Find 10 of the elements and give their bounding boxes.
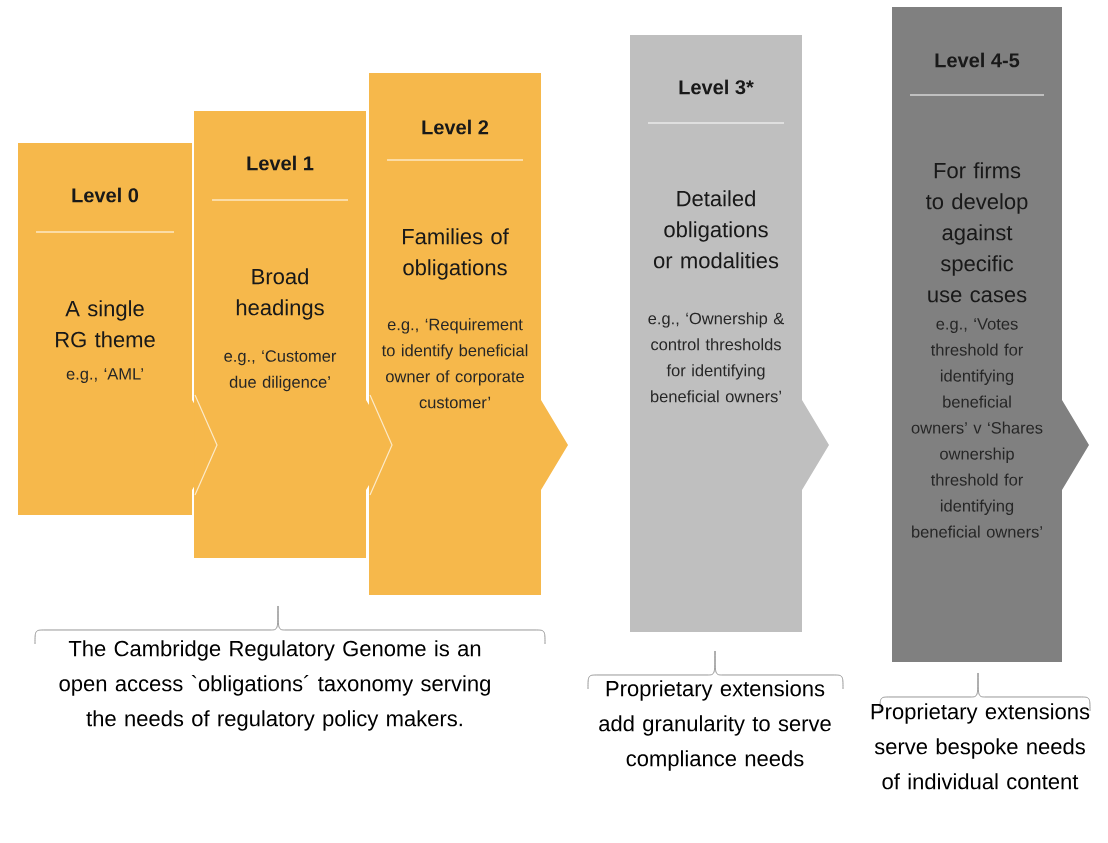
node-label: Level 1 xyxy=(247,155,314,171)
caption-text: Proprietary extensions add granularity to serve compliance needs xyxy=(599,680,831,771)
chevron-box: Level 4-5 For firms to develop against specific use cases e.g., ‘Votes threshold for identifying beneficial owners’ v ‘Shares ownership threshold for identifying beneficial owners’ xyxy=(892,7,1089,662)
node-label: e.g., ‘Customer due diligence’ xyxy=(224,350,337,392)
chevron-box: Level 0 A single RG theme e.g., ‘AML’ xyxy=(18,143,219,515)
node-label: Broad headings xyxy=(236,268,324,320)
chevron-box: Level 2 Families of obligations e.g., ‘Requirement to identify beneficial owner of corporate customer’ xyxy=(369,73,568,595)
chevron-box: Level 3* Detailed obligations or modalities e.g., ‘Ownership & control thresholds for identifying beneficial owners’ xyxy=(630,35,829,632)
caption-text: The Cambridge Regulatory Genome is an open access `obligations´ taxonomy serving the needs of regulatory policy makers. xyxy=(59,640,490,731)
caption-text: Proprietary extensions serve bespoke needs of individual content xyxy=(871,703,1090,790)
